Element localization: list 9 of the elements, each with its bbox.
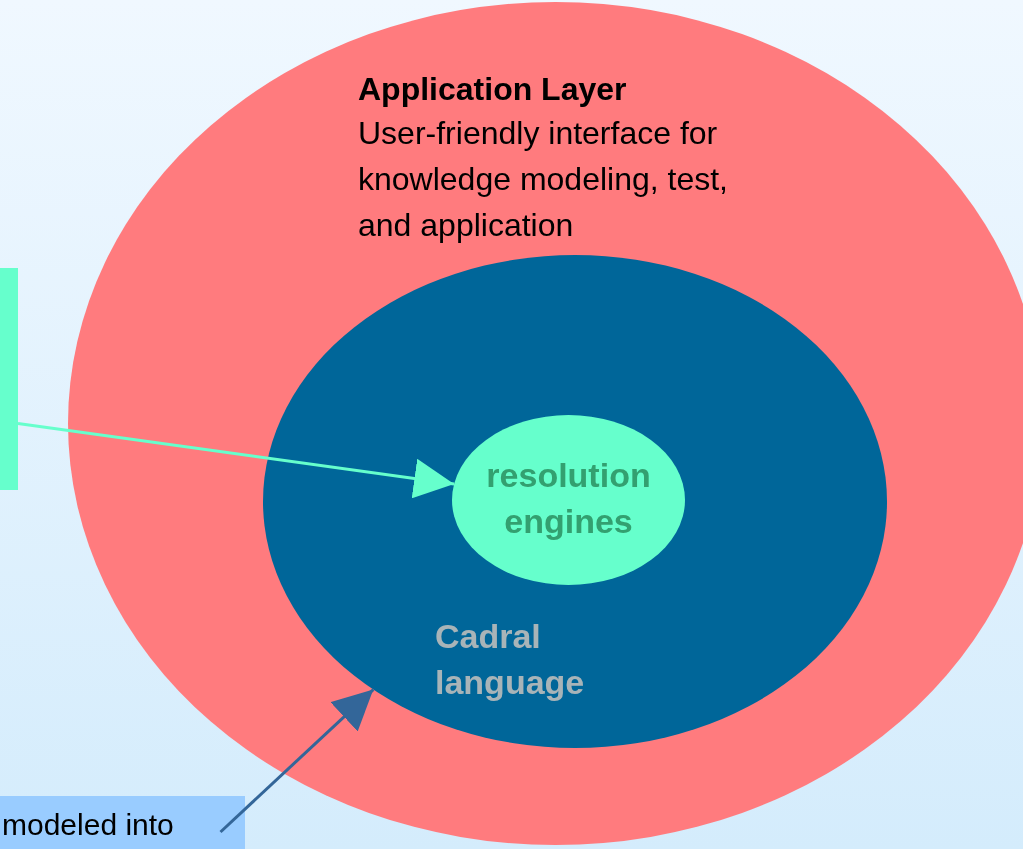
arrow bbox=[219, 688, 375, 834]
note-box bbox=[0, 268, 18, 490]
layer-title: Application Layer bbox=[358, 70, 628, 109]
note-box bbox=[0, 796, 245, 849]
arrow bbox=[17, 421, 455, 499]
note-text: modeled into bbox=[2, 808, 174, 842]
layer-description: User-friendly interface for knowledge modeling, test, and application bbox=[358, 114, 729, 245]
language-label: Cadral language bbox=[435, 616, 586, 703]
engine-label: resolution engines bbox=[485, 455, 652, 542]
